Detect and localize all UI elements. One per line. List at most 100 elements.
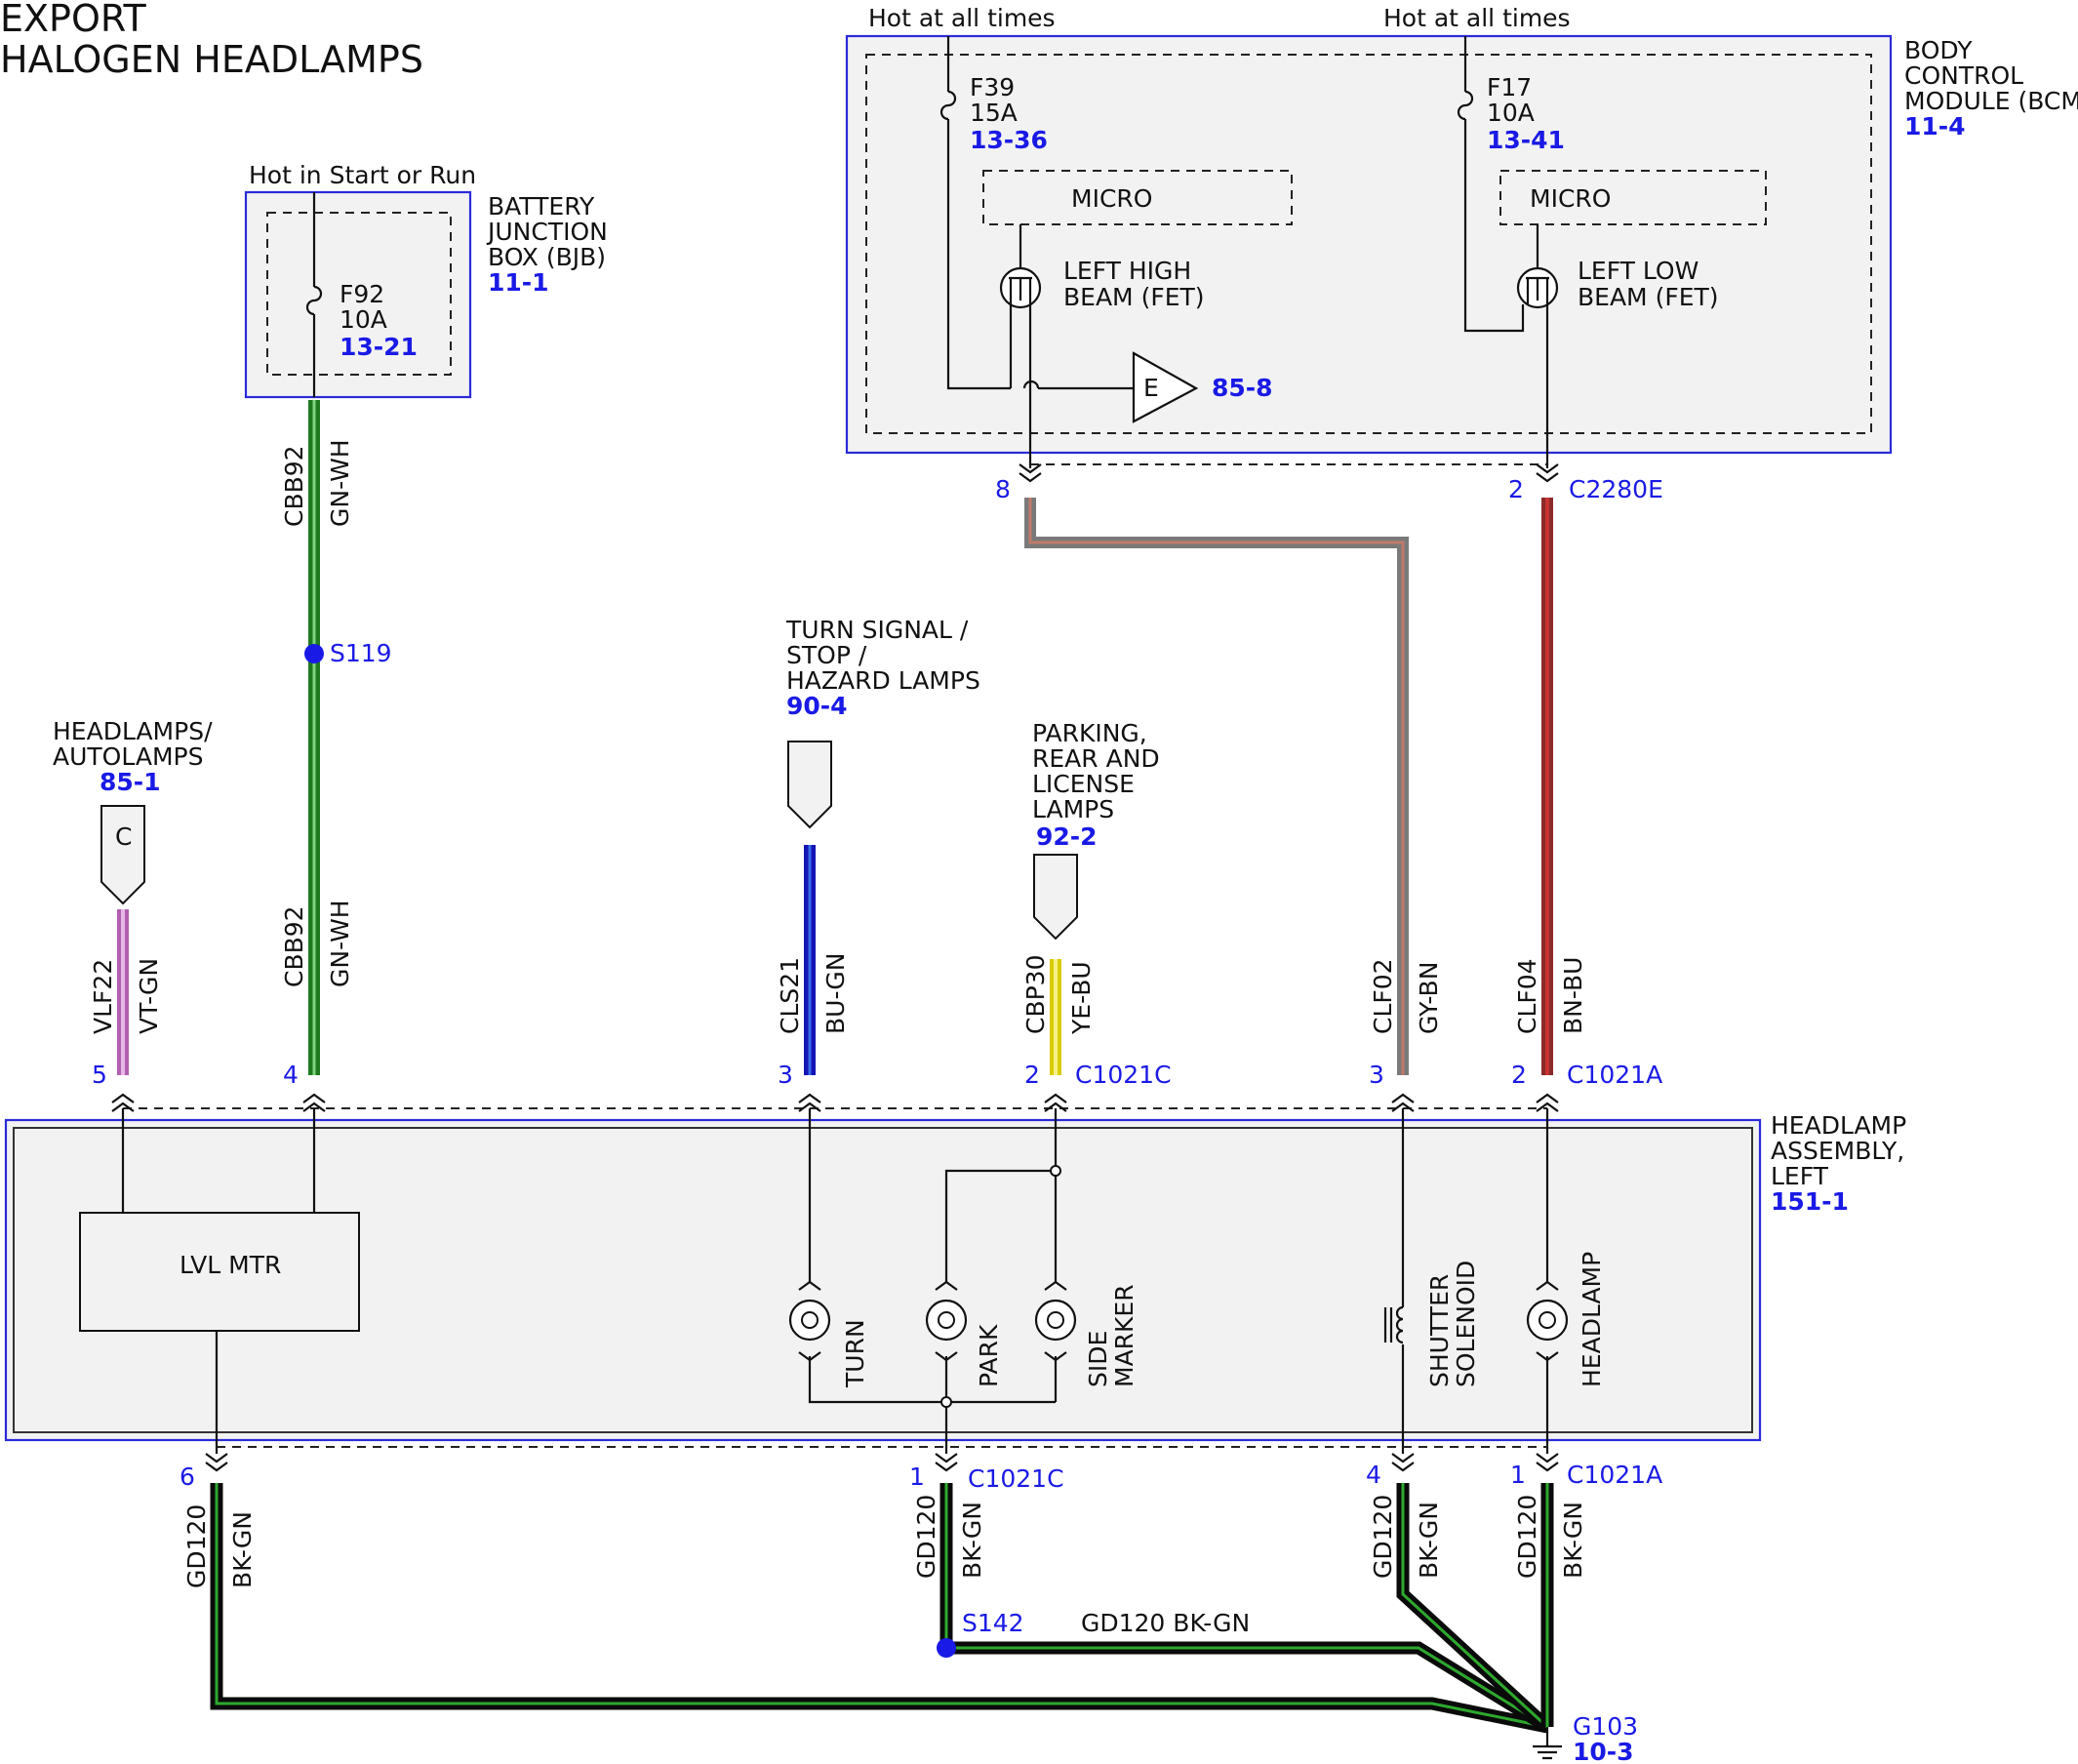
ref-parking-name-4: LAMPS: [1032, 795, 1114, 823]
fuse-f17-rating: 10A: [1487, 99, 1535, 127]
wire-cbp30-circuit: CBP30: [1021, 955, 1050, 1035]
title-line-2: HALOGEN HEADLAMPS: [0, 38, 423, 81]
wire-cbp30-color: YE-BU: [1067, 961, 1096, 1035]
micro-right-label: MICRO: [1530, 184, 1611, 213]
fuse-f17-id: F17: [1487, 73, 1532, 101]
fet-right-label-1: LEFT LOW: [1578, 257, 1698, 285]
lvl-mtr-wiring: [121, 1108, 316, 1454]
splice-s119-label: S119: [330, 639, 392, 667]
turn-label: TURN: [841, 1319, 869, 1388]
assembly-name-2: ASSEMBLY,: [1771, 1137, 1904, 1165]
wire-cbb92-color-top: GN-WH: [326, 439, 354, 527]
bjb-ref: 11-1: [488, 268, 549, 297]
fuse-f92-ref: 13-21: [340, 333, 418, 361]
wire-gd120: [210, 1483, 1554, 1734]
title-line-1: EXPORT: [0, 0, 147, 40]
bcm-pin-8: 8: [995, 475, 1011, 503]
side-marker-bulb-icon: [1034, 1280, 1077, 1362]
fet-right-label-2: BEAM (FET): [1578, 283, 1719, 311]
assembly-name-3: LEFT: [1771, 1162, 1829, 1190]
c2280e-terminal-icons: [1019, 463, 1559, 483]
wire-cbb92-circuit-top: CBB92: [280, 445, 308, 527]
lamp-wiring: [808, 1108, 1549, 1454]
wire-clf02-circuit: CLF02: [1369, 958, 1397, 1034]
ground-g103-ref: 10-3: [1573, 1738, 1634, 1764]
bottom-connector-c1021a: C1021A: [1567, 1461, 1662, 1489]
bjb-block: [244, 190, 472, 399]
wire-gd120-circuit-2: GD120: [912, 1495, 940, 1579]
bottom-pin-4: 4: [1366, 1461, 1381, 1489]
ref-turn-name-1: TURN SIGNAL /: [785, 616, 969, 644]
fuse-f39-id: F39: [970, 73, 1015, 101]
e-triangle-icon: [1132, 351, 1199, 423]
splice-s119-icon: [304, 644, 324, 663]
e-ref: 85-8: [1212, 374, 1273, 402]
top-terminal-icons: [111, 1093, 1559, 1112]
fet-left-label-1: LEFT HIGH: [1063, 257, 1191, 285]
wire-clf04-color: BN-BU: [1559, 957, 1587, 1034]
ref-turn-arrow-icon: [787, 741, 832, 829]
wire-gd120-horizontal-label: GD120 BK-GN: [1081, 1609, 1250, 1637]
ref-parking-name-3: LICENSE: [1032, 770, 1135, 798]
ref-headlamps-name-2: AUTOLAMPS: [53, 742, 203, 771]
ref-parking-arrow-icon: [1033, 854, 1078, 941]
headlamp-label: HEADLAMP: [1578, 1252, 1606, 1387]
wire-gd120-circuit-1: GD120: [182, 1504, 211, 1588]
wire-clf02-color: GY-BN: [1415, 962, 1443, 1034]
ground-icon: [1533, 1727, 1562, 1760]
wire-gd120-color-1: BK-GN: [228, 1511, 257, 1588]
top-pin-4: 4: [283, 1061, 299, 1089]
shutter-label-1: SHUTTER: [1425, 1274, 1454, 1387]
bjb-name-3: BOX (BJB): [488, 243, 606, 271]
wire-cbb92-circuit-bottom: CBB92: [280, 905, 308, 987]
ref-parking-ref: 92-2: [1036, 822, 1098, 851]
turn-bulb-icon: [788, 1280, 831, 1362]
wire-cls21-color: BU-GN: [821, 953, 850, 1034]
top-pin-2: 2: [1024, 1061, 1040, 1089]
lvl-mtr-box: [79, 1212, 360, 1332]
wire-gd120-circuit-4: GD120: [1513, 1495, 1541, 1579]
ref-headlamps-name-1: HEADLAMPS/: [53, 717, 213, 745]
bottom-terminal-icons: [205, 1453, 1559, 1472]
park-label: PARK: [975, 1324, 1003, 1387]
top-connector-c1021a: C1021A: [1567, 1061, 1662, 1089]
wire-cls21-circuit: CLS21: [776, 957, 804, 1034]
micro-right-box: [1499, 170, 1767, 225]
fuse-f17-ref: 13-41: [1487, 126, 1565, 154]
bcm-supply-left: Hot at all times: [868, 4, 1056, 32]
bcm-name-1: BODY: [1904, 36, 1973, 64]
wire-gd120-circuit-3: GD120: [1369, 1495, 1397, 1579]
bcm-ref: 11-4: [1904, 112, 1966, 140]
ref-turn-name-3: HAZARD LAMPS: [786, 666, 980, 695]
micro-left-box: [982, 170, 1293, 225]
park-bulb-icon: [925, 1280, 968, 1362]
wire-gd120-color-2: BK-GN: [958, 1502, 986, 1579]
wire-clf04-circuit: CLF04: [1513, 958, 1541, 1034]
splice-s142-icon: [937, 1638, 956, 1658]
ref-headlamps-arrow-icon: [100, 805, 145, 905]
ref-headlamps-label: C: [115, 822, 132, 851]
bcm-name-3: MODULE (BCM): [1904, 87, 2078, 115]
bottom-pin-1b: 1: [1510, 1461, 1526, 1489]
bjb-inner-dashed: [266, 212, 452, 376]
bcm-left-supply: [939, 36, 1134, 390]
bcm-right-supply: [1457, 36, 1525, 333]
headlamp-assembly-inner: [13, 1127, 1753, 1433]
headlamp-bulb-icon: [1526, 1280, 1569, 1362]
bottom-pin-6: 6: [180, 1463, 195, 1491]
ground-g103-id: G103: [1573, 1712, 1638, 1741]
bottom-connector-c1021c: C1021C: [968, 1464, 1064, 1493]
top-pin-5: 5: [92, 1061, 107, 1089]
top-pin-2b: 2: [1511, 1061, 1527, 1089]
top-pin-3b: 3: [1369, 1061, 1384, 1089]
side-marker-label-2: MARKER: [1110, 1284, 1139, 1387]
ref-parking-name-2: REAR AND: [1032, 744, 1160, 773]
fet-left-icon: [999, 224, 1042, 468]
side-marker-label-1: SIDE: [1084, 1331, 1112, 1387]
bjb-name-2: JUNCTION: [486, 218, 608, 246]
assembly-ref: 151-1: [1771, 1187, 1849, 1216]
fuse-f92-icon: [305, 192, 323, 397]
wire-vlf22-color: VT-GN: [135, 958, 163, 1034]
wire-gd120-color-3: BK-GN: [1415, 1502, 1443, 1579]
